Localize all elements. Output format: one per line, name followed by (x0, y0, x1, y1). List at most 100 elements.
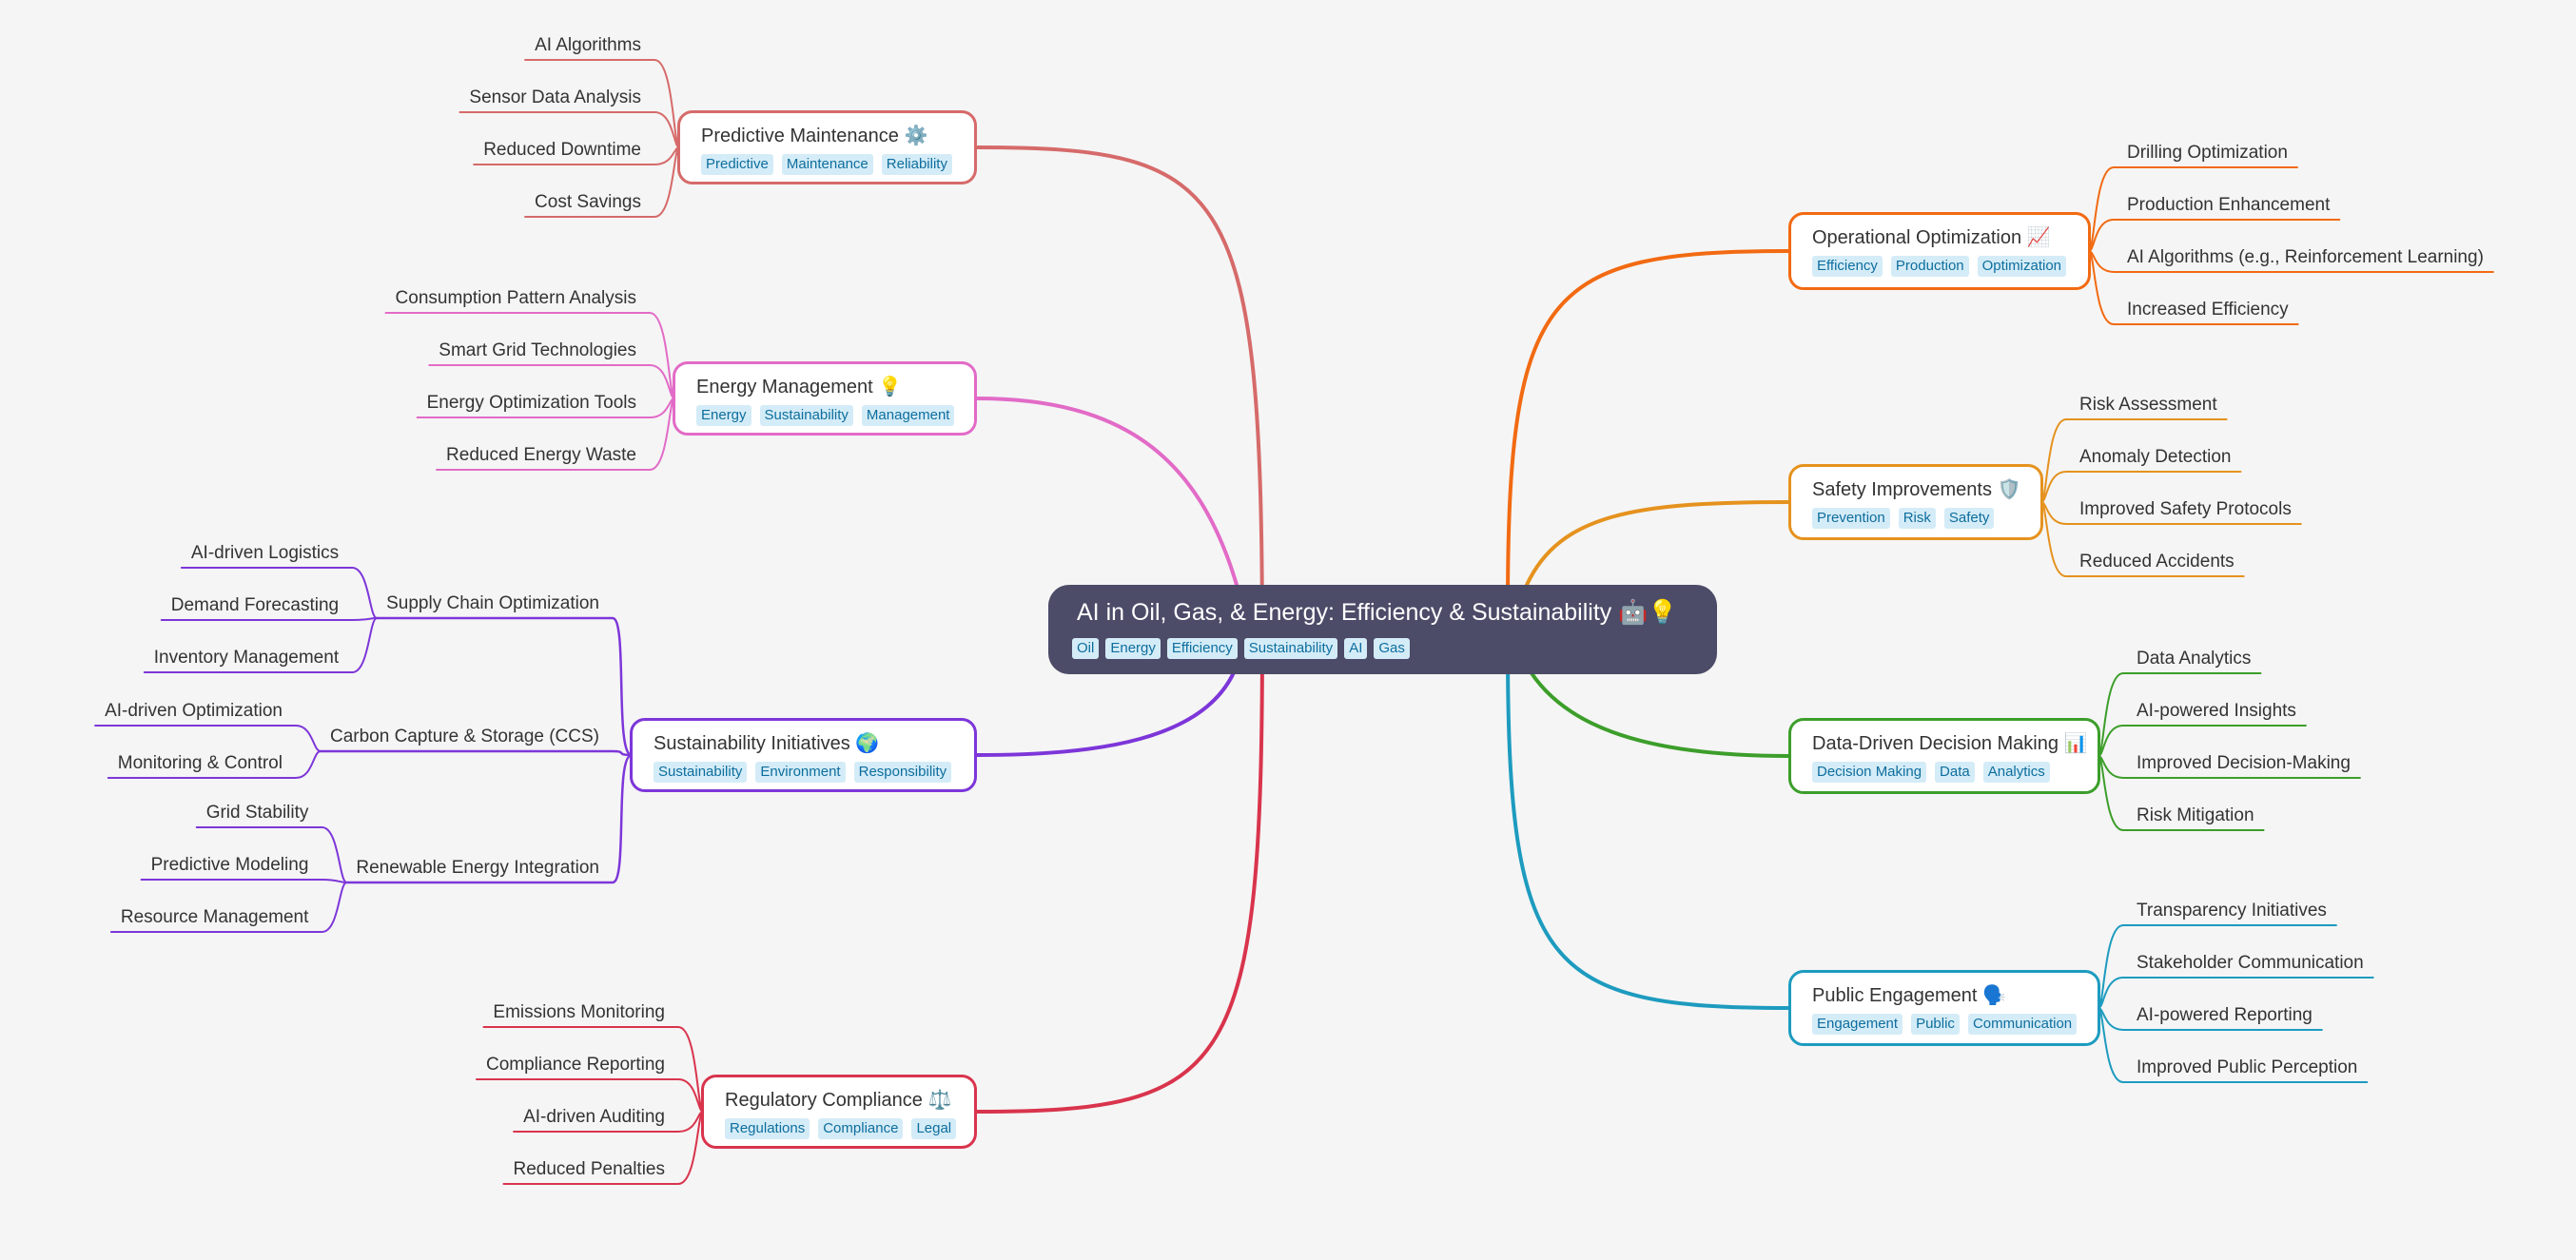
tag[interactable]: Regulations (725, 1118, 810, 1139)
leaf-predictive-maintenance[interactable]: Sensor Data Analysis (469, 87, 641, 107)
leaf-sustainability-initiatives[interactable]: Inventory Management (153, 648, 340, 668)
leaf-public-engagement[interactable]: Stakeholder Communication (2137, 953, 2364, 973)
tag[interactable]: Predictive (701, 154, 773, 175)
leaf-safety-improvements[interactable]: Risk Assessment (2079, 395, 2217, 415)
leaf-sustainability-initiatives[interactable]: AI-driven Logistics (190, 543, 340, 563)
leaf-predictive-maintenance[interactable]: AI Algorithms (535, 35, 641, 55)
leaf-safety-improvements[interactable]: Improved Safety Protocols (2079, 499, 2292, 519)
tag[interactable]: Maintenance (781, 154, 873, 175)
root-tag[interactable]: Sustainability (1243, 638, 1338, 659)
node-title: Public Engagement 🗣️ (1812, 985, 2006, 1006)
tag[interactable]: Optimization (1977, 256, 2067, 277)
root-tag[interactable]: Oil (1072, 638, 1100, 659)
leaf-energy-management[interactable]: Reduced Energy Waste (446, 445, 636, 465)
sub-branch-connector (375, 616, 634, 757)
leaf-public-engagement[interactable]: Improved Public Perception (2137, 1057, 2358, 1077)
branch-connector-energy-management (975, 397, 1239, 587)
leaf-sustainability-initiatives[interactable]: Grid Stability (205, 803, 309, 823)
tag[interactable]: Efficiency (1812, 256, 1883, 277)
leaf-connector (140, 879, 348, 883)
tag[interactable]: Reliability (881, 154, 952, 175)
sub-branch-sustainability-initiatives[interactable]: Supply Chain Optimization (386, 593, 599, 613)
tag[interactable]: Analytics (1982, 762, 2050, 783)
tag[interactable]: Compliance (818, 1118, 904, 1139)
root-tag[interactable]: AI (1344, 638, 1368, 659)
leaf-regulatory-compliance[interactable]: AI-driven Auditing (523, 1107, 665, 1127)
node-tags: Engagement Public Communication (1812, 1014, 2078, 1035)
node-operational-optimization[interactable]: Operational Optimization 📈 Efficiency Pro… (1788, 212, 2091, 290)
node-tags: Prevention Risk Safety (1812, 508, 2020, 529)
leaf-data-driven-decision-making[interactable]: Improved Decision-Making (2137, 753, 2351, 773)
tag[interactable]: Communication (1967, 1014, 2078, 1035)
root-node[interactable]: AI in Oil, Gas, & Energy: Efficiency & S… (1048, 585, 1717, 674)
node-data-driven-decision-making[interactable]: Data-Driven Decision Making 📊 Decision M… (1788, 718, 2100, 794)
leaf-operational-optimization[interactable]: Production Enhancement (2127, 195, 2331, 215)
node-title: Regulatory Compliance ⚖️ (725, 1090, 952, 1111)
leaf-predictive-maintenance[interactable]: Cost Savings (535, 192, 641, 212)
leaf-public-engagement[interactable]: Transparency Initiatives (2137, 901, 2327, 921)
leaf-operational-optimization[interactable]: AI Algorithms (e.g., Reinforcement Learn… (2127, 247, 2484, 267)
sub-branch-sustainability-initiatives[interactable]: Renewable Energy Integration (356, 858, 599, 878)
node-title: Operational Optimization 📈 (1812, 227, 2051, 248)
leaf-data-driven-decision-making[interactable]: AI-powered Insights (2137, 701, 2296, 721)
tag[interactable]: Safety (1943, 508, 1995, 529)
tag[interactable]: Sustainability (654, 762, 748, 783)
leaf-operational-optimization[interactable]: Drilling Optimization (2127, 143, 2288, 163)
tag[interactable]: Legal (911, 1118, 957, 1139)
leaf-data-driven-decision-making[interactable]: Data Analytics (2137, 649, 2252, 669)
leaf-connector (143, 617, 379, 673)
tag[interactable]: Management (861, 405, 955, 426)
tag[interactable]: Public (1911, 1014, 1960, 1035)
node-tags: Energy Sustainability Management (696, 405, 955, 426)
root-tag[interactable]: Gas (1374, 638, 1410, 659)
leaf-sustainability-initiatives[interactable]: Predictive Modeling (150, 855, 309, 875)
leaf-operational-optimization[interactable]: Increased Efficiency (2127, 300, 2289, 320)
node-tags: Decision Making Data Analytics (1812, 762, 2077, 783)
node-sustainability-initiatives[interactable]: Sustainability Initiatives 🌍 Sustainabil… (630, 718, 977, 792)
leaf-safety-improvements[interactable]: Anomaly Detection (2079, 447, 2232, 467)
tag[interactable]: Data (1935, 762, 1975, 783)
tag[interactable]: Decision Making (1812, 762, 1927, 783)
leaf-sustainability-initiatives[interactable]: Demand Forecasting (170, 595, 340, 615)
leaf-public-engagement[interactable]: AI-powered Reporting (2137, 1005, 2313, 1025)
branch-connector-sustainability-initiatives (975, 664, 1239, 757)
tag[interactable]: Prevention (1812, 508, 1890, 529)
node-title: Sustainability Initiatives 🌍 (654, 733, 880, 754)
tag[interactable]: Production (1890, 256, 1969, 277)
leaf-regulatory-compliance[interactable]: Compliance Reporting (486, 1055, 665, 1075)
root-tag[interactable]: Efficiency (1166, 638, 1238, 659)
tag[interactable]: Sustainability (759, 405, 853, 426)
leaf-energy-management[interactable]: Smart Grid Technologies (439, 340, 636, 360)
root-tag[interactable]: Energy (1105, 638, 1161, 659)
leaf-energy-management[interactable]: Consumption Pattern Analysis (395, 288, 636, 308)
tag[interactable]: Responsibility (853, 762, 952, 783)
leaf-safety-improvements[interactable]: Reduced Accidents (2079, 552, 2234, 572)
leaf-energy-management[interactable]: Energy Optimization Tools (426, 393, 636, 413)
leaf-data-driven-decision-making[interactable]: Risk Mitigation (2137, 805, 2254, 825)
leaf-connector (109, 882, 348, 933)
leaf-sustainability-initiatives[interactable]: Monitoring & Control (117, 753, 283, 773)
node-tags: Predictive Maintenance Reliability (701, 154, 953, 175)
leaf-sustainability-initiatives[interactable]: AI-driven Optimization (105, 701, 283, 721)
sub-branch-sustainability-initiatives[interactable]: Carbon Capture & Storage (CCS) (329, 727, 599, 746)
node-public-engagement[interactable]: Public Engagement 🗣️ Engagement Public Com… (1788, 970, 2100, 1046)
tag[interactable]: Environment (755, 762, 846, 783)
tag[interactable]: Energy (696, 405, 751, 426)
tag[interactable]: Engagement (1812, 1014, 1903, 1035)
leaf-sustainability-initiatives[interactable]: Resource Management (120, 907, 309, 927)
branch-connector-public-engagement (1506, 645, 1790, 1010)
leaf-connector (160, 617, 379, 621)
leaf-regulatory-compliance[interactable]: Reduced Penalties (513, 1159, 666, 1179)
node-title: Data-Driven Decision Making 📊 (1812, 733, 2088, 754)
node-regulatory-compliance[interactable]: Regulatory Compliance ⚖️ Regulations Comp… (701, 1075, 977, 1149)
leaf-predictive-maintenance[interactable]: Reduced Downtime (483, 140, 641, 160)
node-tags: Sustainability Environment Responsibility (654, 762, 953, 783)
branch-connector-operational-optimization (1506, 249, 1790, 611)
branch-connector-regulatory-compliance (975, 626, 1264, 1114)
tag[interactable]: Risk (1898, 508, 1936, 529)
leaf-regulatory-compliance[interactable]: Emissions Monitoring (493, 1002, 665, 1022)
